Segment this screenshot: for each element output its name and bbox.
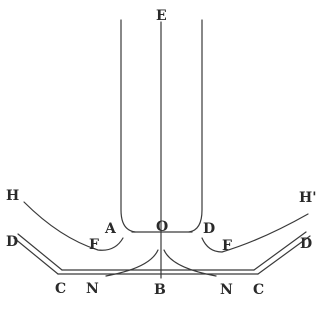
label-o: O bbox=[156, 219, 168, 235]
label-f-left: F bbox=[89, 237, 99, 253]
label-b: B bbox=[154, 282, 166, 298]
left-wall bbox=[120, 19, 136, 233]
label-n-right: N bbox=[220, 282, 233, 298]
cusp-right bbox=[163, 249, 217, 277]
label-h-left: H bbox=[6, 188, 19, 204]
label-d-top: D bbox=[203, 221, 215, 237]
right-wall bbox=[188, 19, 203, 233]
label-f-right: F bbox=[222, 238, 232, 254]
label-e: E bbox=[156, 8, 167, 24]
label-a: A bbox=[104, 221, 117, 237]
label-c-right: C bbox=[253, 282, 264, 298]
label-n-left: N bbox=[86, 281, 99, 297]
label-d-left: D bbox=[6, 234, 18, 250]
label-h-right: H' bbox=[299, 190, 317, 206]
base-left-slant-outer bbox=[13, 237, 59, 275]
base-right-slant-outer bbox=[257, 235, 311, 275]
label-d-right: D bbox=[300, 236, 312, 252]
base-right-slant-inner bbox=[253, 231, 307, 271]
curve-h-f-left bbox=[23, 201, 124, 251]
curve-f-h-right bbox=[201, 213, 309, 253]
base-left-slant-inner bbox=[17, 233, 63, 271]
label-c-left: C bbox=[55, 281, 66, 297]
cusp-left bbox=[105, 249, 159, 277]
